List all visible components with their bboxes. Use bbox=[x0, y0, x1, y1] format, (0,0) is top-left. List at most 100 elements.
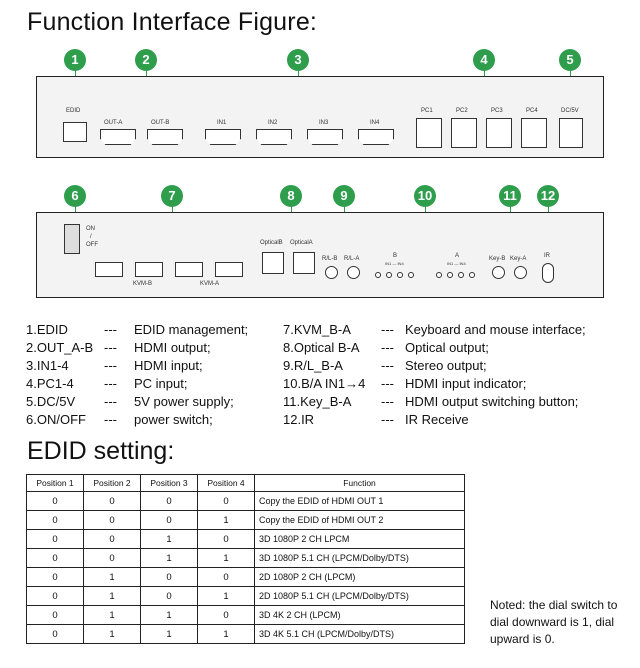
legend-key: 10.B/A IN1→4 bbox=[283, 376, 366, 391]
page-title: Function Interface Figure: bbox=[27, 8, 318, 36]
table-row: 0 0 1 0 3D 1080P 2 CH LPCM bbox=[26, 529, 465, 549]
legend-item: 11.Key_B-A --- HDMI output switching butto… bbox=[283, 394, 578, 409]
table-header: Position 3 bbox=[140, 474, 198, 492]
legend-desc: EDID management; bbox=[134, 322, 249, 337]
table-row: 0 1 0 0 2D 1080P 2 CH (LPCM) bbox=[26, 567, 465, 587]
indicator-led bbox=[436, 272, 442, 278]
edid-dip-switch[interactable] bbox=[63, 122, 87, 142]
in1-hdmi-port[interactable] bbox=[205, 129, 241, 145]
optical-b-port[interactable] bbox=[262, 252, 284, 274]
dc-label: DC/5V bbox=[561, 108, 579, 114]
power-switch[interactable] bbox=[64, 224, 80, 254]
pc2-usb-port[interactable] bbox=[451, 118, 477, 148]
legend-sep: --- bbox=[381, 394, 394, 409]
pc1-label: PC1 bbox=[421, 108, 433, 114]
optical-a-label: OpticalA bbox=[290, 240, 313, 246]
legend-key: 8.Optical B-A bbox=[283, 340, 360, 355]
legend-key: 2.OUT_A-B bbox=[26, 340, 94, 355]
front-panel-body bbox=[36, 76, 604, 158]
table-cell: 1 bbox=[197, 548, 255, 568]
table-cell: 1 bbox=[197, 510, 255, 530]
ir-label: IR bbox=[544, 253, 550, 259]
indicator-a-sublabel: IN1 — IN4 bbox=[447, 261, 466, 266]
in4-label: IN4 bbox=[370, 120, 380, 126]
table-cell: 0 bbox=[197, 491, 255, 511]
legend-key: 11.Key_B-A bbox=[283, 394, 352, 409]
legend-desc: power switch; bbox=[134, 412, 213, 427]
legend-key: 6.ON/OFF bbox=[26, 412, 86, 427]
pc3-usb-port[interactable] bbox=[486, 118, 512, 148]
in3-label: IN3 bbox=[319, 120, 329, 126]
indicator-led bbox=[397, 272, 403, 278]
callout-6: 6 bbox=[64, 185, 86, 207]
table-cell: 1 bbox=[83, 624, 141, 644]
kvm-b-usb-port-1[interactable] bbox=[95, 262, 123, 277]
kvm-b-label: KVM-B bbox=[133, 281, 153, 287]
table-cell: 0 bbox=[26, 586, 84, 606]
table-cell: 3D 1080P 2 CH LPCM bbox=[254, 529, 465, 549]
key-a-button[interactable] bbox=[514, 266, 527, 279]
kvm-a-usb-port-1[interactable] bbox=[175, 262, 203, 277]
edid-table: Position 1 Position 2 Position 3 Positio… bbox=[26, 474, 465, 644]
kvm-a-label: KVM-A bbox=[200, 281, 220, 287]
separator: / bbox=[90, 234, 92, 240]
indicator-a-label: A bbox=[455, 253, 460, 259]
table-cell: Copy the EDID of HDMI OUT 2 bbox=[254, 510, 465, 530]
table-cell: 0 bbox=[140, 491, 198, 511]
out-a-hdmi-port[interactable] bbox=[100, 129, 136, 145]
key-b-button[interactable] bbox=[492, 266, 505, 279]
table-cell: 1 bbox=[140, 605, 198, 625]
pc1-usb-port[interactable] bbox=[416, 118, 442, 148]
kvm-a-usb-port-2[interactable] bbox=[215, 262, 243, 277]
legend-sep: --- bbox=[104, 376, 117, 391]
table-cell: 0 bbox=[140, 510, 198, 530]
legend-sep: --- bbox=[104, 322, 117, 337]
table-row: 0 1 1 0 3D 4K 2 CH (LPCM) bbox=[26, 605, 465, 625]
indicator-b-label: B bbox=[393, 253, 398, 259]
legend-sep: --- bbox=[381, 376, 394, 391]
table-cell: 0 bbox=[26, 548, 84, 568]
rl-a-jack[interactable] bbox=[347, 266, 360, 279]
legend-sep: --- bbox=[381, 322, 394, 337]
callout-5: 5 bbox=[559, 49, 581, 71]
legend-desc: Optical output; bbox=[405, 340, 489, 355]
kvm-b-usb-port-2[interactable] bbox=[135, 262, 163, 277]
callout-12: 12 bbox=[537, 185, 559, 207]
dial-switch-note: Noted: the dial switch to dial downward … bbox=[490, 598, 618, 646]
in3-hdmi-port[interactable] bbox=[307, 129, 343, 145]
legend-desc: 5V power supply; bbox=[134, 394, 234, 409]
legend-desc: PC input; bbox=[134, 376, 188, 391]
legend-desc: HDMI output; bbox=[134, 340, 211, 355]
rl-b-label: R/L-B bbox=[322, 256, 338, 262]
rear-panel-body bbox=[36, 212, 604, 298]
legend-sep: --- bbox=[104, 412, 117, 427]
table-header: Position 2 bbox=[83, 474, 141, 492]
table-header: Position 4 bbox=[197, 474, 255, 492]
legend-item: 12.IR---IR Receive bbox=[283, 412, 469, 427]
table-header: Function bbox=[254, 474, 465, 492]
callout-9: 9 bbox=[333, 185, 355, 207]
out-b-hdmi-port[interactable] bbox=[147, 129, 183, 145]
legend-desc: HDMI output switching button; bbox=[405, 394, 579, 409]
table-cell: 1 bbox=[140, 529, 198, 549]
table-cell: 1 bbox=[83, 605, 141, 625]
optical-a-port[interactable] bbox=[293, 252, 315, 274]
legend-sep: --- bbox=[104, 358, 117, 373]
table-cell: 0 bbox=[83, 510, 141, 530]
in4-hdmi-port[interactable] bbox=[358, 129, 394, 145]
table-row: 0 0 1 1 3D 1080P 5.1 CH (LPCM/Dolby/DTS) bbox=[26, 548, 465, 568]
legend-desc: Stereo output; bbox=[405, 358, 487, 373]
in2-hdmi-port[interactable] bbox=[256, 129, 292, 145]
table-row: 0 1 0 1 2D 1080P 5.1 CH (LPCM/Dolby/DTS) bbox=[26, 586, 465, 606]
callout-4: 4 bbox=[473, 49, 495, 71]
legend-item: 9.R/L_B-A---Stereo output; bbox=[283, 358, 487, 373]
legend-key: 12.IR bbox=[283, 412, 315, 427]
pc4-usb-port[interactable] bbox=[521, 118, 547, 148]
legend-sep: --- bbox=[381, 412, 394, 427]
table-row: 0 0 0 1 Copy the EDID of HDMI OUT 2 bbox=[26, 510, 465, 530]
legend-item: 3.IN1-4---HDMI input; bbox=[26, 358, 203, 373]
table-cell: 0 bbox=[26, 567, 84, 587]
table-cell: 2D 1080P 5.1 CH (LPCM/Dolby/DTS) bbox=[254, 586, 465, 606]
rl-b-jack[interactable] bbox=[325, 266, 338, 279]
dc-power-jack[interactable] bbox=[559, 118, 583, 148]
